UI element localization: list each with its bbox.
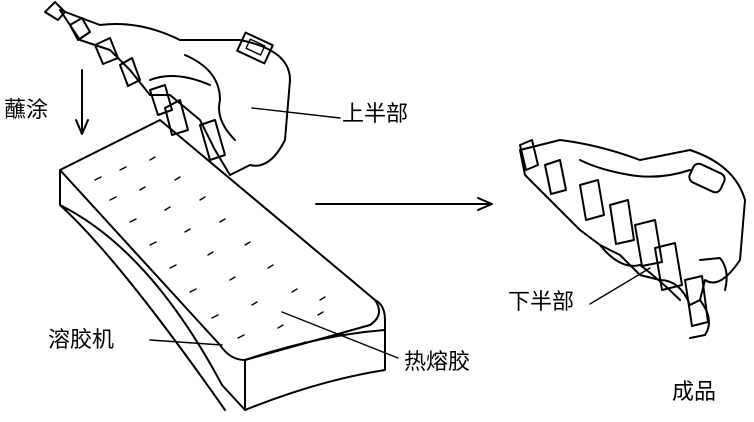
- glue-machine-block: [59, 119, 386, 411]
- label-finished-product: 成品: [672, 380, 717, 405]
- dip-arrow-head: [75, 119, 89, 135]
- label-hot-melt-glue: 热熔胶: [404, 350, 471, 375]
- glue-speckle: [94, 156, 346, 346]
- leader-lower-half: [589, 267, 651, 305]
- label-upper-half: 上半部: [342, 102, 409, 127]
- leader-glue-machine: [149, 339, 223, 346]
- leader-upper-half: [251, 107, 341, 119]
- upper-half-part: [44, 1, 291, 176]
- leader-hot-melt-glue: [281, 311, 399, 359]
- process-arrow-head: [477, 197, 493, 211]
- label-dip: 蘸涂: [4, 98, 49, 123]
- label-lower-half: 下半部: [508, 290, 575, 315]
- label-glue-machine: 溶胶机: [48, 328, 115, 353]
- finished-product-part: [519, 139, 746, 339]
